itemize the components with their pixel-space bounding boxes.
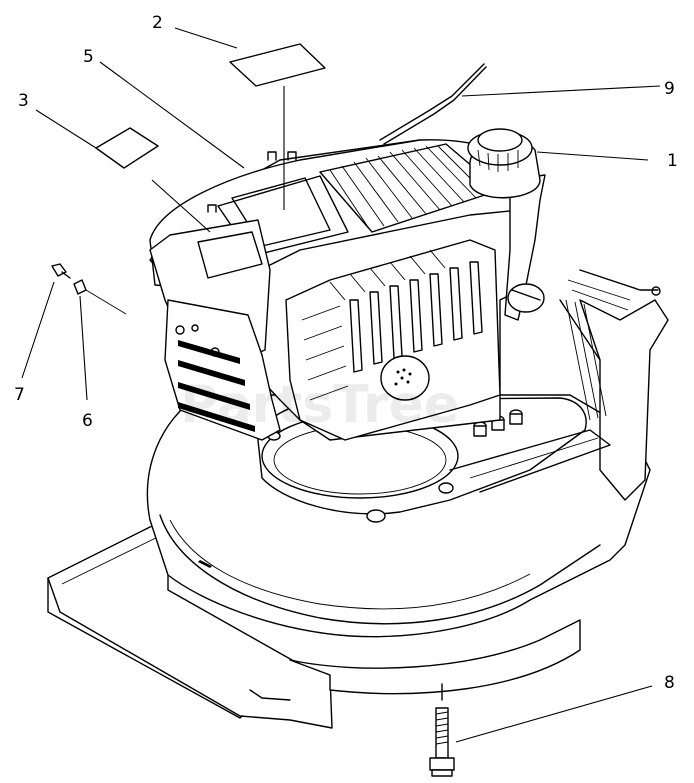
mower-deck (47, 269, 669, 729)
callout-5: 5 (83, 47, 94, 67)
callout-8: 8 (664, 673, 675, 693)
callout-6: 6 (82, 411, 93, 431)
callout-2: 2 (152, 13, 163, 33)
watermark: PartsTree (180, 375, 459, 435)
decal-part-2 (229, 43, 326, 87)
mounting-studs (267, 409, 523, 523)
oil-fill-cap (467, 128, 546, 321)
callout-7: 7 (14, 385, 25, 405)
bolt-part-8 (429, 683, 455, 777)
callout-1: 1 (667, 151, 678, 171)
callout-9: 9 (664, 79, 675, 99)
clip-part-6 (73, 279, 87, 295)
muffler-guard-slots (301, 249, 483, 401)
callouts: 2 5 3 9 1 7 6 8 (14, 13, 678, 693)
decal-part-3 (95, 127, 159, 169)
speaker-holes (394, 368, 412, 386)
callout-3: 3 (18, 91, 29, 111)
engine (149, 63, 546, 441)
front-vent-slots (178, 340, 255, 432)
screw-part-7 (51, 263, 71, 279)
leader-lines (21, 27, 661, 743)
